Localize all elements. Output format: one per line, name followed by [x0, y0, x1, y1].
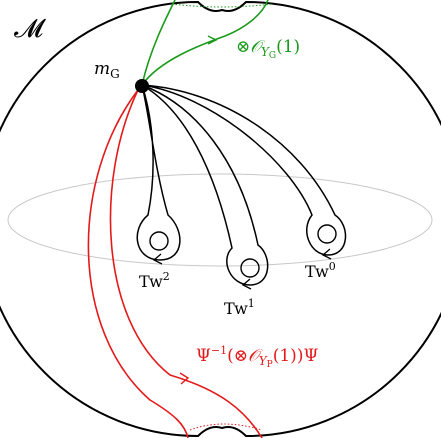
red-path-inner: [109, 89, 263, 438]
puncture-tw1: [240, 258, 260, 278]
manifold-label: 𝓜: [14, 14, 46, 44]
tw2-label: Tw2: [139, 270, 170, 291]
puncture-tw0: [317, 224, 337, 244]
loop-tw2: [136, 84, 181, 261]
base-point-mG: [135, 79, 149, 93]
loop-tw0-arrow: [321, 248, 332, 260]
top-notch-dotted-arc: [171, 3, 273, 8]
loop-tw2-arrow: [152, 253, 163, 265]
green-operator-label: ⊗𝒪YG(1): [236, 37, 300, 61]
loop-tw1-arrow: [241, 278, 252, 290]
green-path-inner: [141, 0, 269, 86]
base-point-label: mG: [94, 59, 120, 81]
tw1-label: Tw1: [224, 297, 255, 318]
loop-tw1: [141, 84, 269, 286]
green-arrow-head: [207, 35, 218, 45]
green-path-outer: [141, 0, 176, 86]
equator-ellipse: [7, 173, 433, 267]
puncture-tw2: [149, 231, 169, 251]
loop-tw0: [141, 84, 347, 256]
red-path-outer: [87, 89, 189, 438]
tw0-label: Tw0: [305, 260, 336, 281]
red-operator-label: Ψ−1(⊗𝒪YP(1))Ψ: [196, 344, 318, 370]
red-arrow-head: [179, 372, 190, 385]
